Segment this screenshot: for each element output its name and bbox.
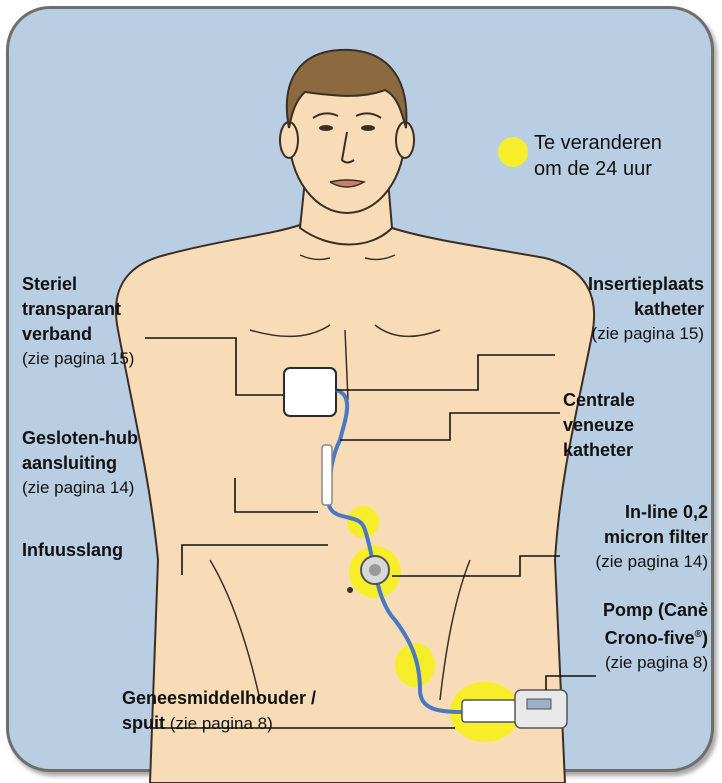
legend-text: Te veranderen om de 24 uur	[534, 130, 662, 182]
label-tubing: Infuusslang	[22, 538, 123, 563]
label-insertion-site: Insertieplaats katheter (zie pagina 15)	[588, 272, 704, 346]
transparent-dressing	[284, 368, 336, 416]
label-cvc: Centrale veneuze katheter	[563, 388, 635, 463]
label-syringe: Geneesmiddelhouder / spuit (zie pagina 8…	[122, 686, 316, 736]
label-pump: Pomp (Canè Crono-five®) (zie pagina 8)	[603, 598, 708, 675]
label-dressing: Steriel transparant verband (zie pagina …	[22, 272, 134, 371]
label-filter: In-line 0,2 micron filter (zie pagina 14…	[596, 500, 708, 574]
label-closed-hub: Gesloten-hub aansluiting (zie pagina 14)	[22, 426, 138, 500]
syringe	[462, 700, 520, 722]
legend-marker	[498, 137, 528, 167]
